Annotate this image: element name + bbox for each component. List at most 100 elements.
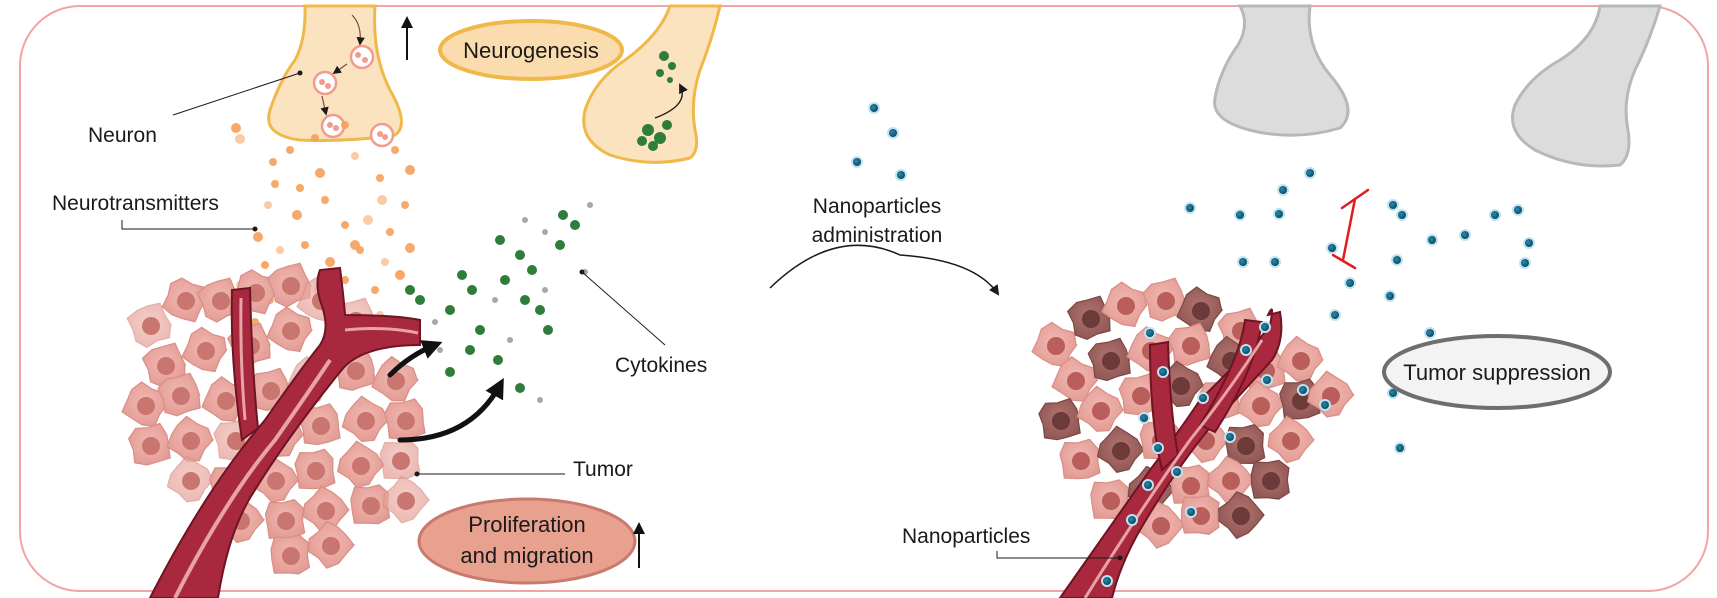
nanoparticle xyxy=(1144,327,1156,339)
nanoparticle xyxy=(887,127,899,139)
administered-nanoparticles xyxy=(851,102,907,181)
tumor-nucleus xyxy=(212,292,230,310)
cytokine-dot xyxy=(405,285,415,295)
middle-section: Nanoparticles administration xyxy=(769,102,1000,296)
neurotransmitter-dot xyxy=(351,152,359,160)
tumor-nucleus xyxy=(1092,402,1110,420)
tumor-nucleus xyxy=(197,342,215,360)
nanoparticle xyxy=(1459,229,1471,241)
nanoparticle xyxy=(1224,431,1236,443)
cytokine-dot xyxy=(467,285,477,295)
inhibition-symbol xyxy=(1331,188,1370,270)
nanoparticle xyxy=(1523,237,1535,249)
tumor-nucleus xyxy=(142,437,160,455)
nanoparticle xyxy=(851,156,863,168)
neurotransmitter-dot xyxy=(341,221,349,229)
tumor-nucleus xyxy=(1052,412,1070,430)
tumor-nucleus xyxy=(1252,397,1270,415)
tumor-nucleus xyxy=(322,537,340,555)
cytokine-dot xyxy=(515,250,525,260)
neurotransmitter-dot xyxy=(376,174,384,182)
tumor-nucleus xyxy=(1132,387,1150,405)
cytokine-dot xyxy=(465,345,475,355)
tumor-nucleus xyxy=(1112,442,1130,460)
neurotransmitter-dot xyxy=(401,201,409,209)
neurotransmitter-dot xyxy=(292,210,302,220)
tumor-nucleus xyxy=(282,322,300,340)
neurotransmitter-dot xyxy=(261,261,269,269)
tumor-nucleus xyxy=(317,502,335,520)
tumor-nucleus xyxy=(1047,337,1065,355)
neurotransmitter-dot xyxy=(296,184,304,192)
neuron-terminal-2 xyxy=(582,4,722,164)
cytokine-dot xyxy=(558,210,568,220)
cytokine-dot xyxy=(537,397,543,403)
tumor-nucleus xyxy=(1232,507,1250,525)
nanoparticle xyxy=(1138,412,1150,424)
cytokine-dot xyxy=(542,287,548,293)
nanoparticle xyxy=(1519,257,1531,269)
nanoparticle xyxy=(1384,290,1396,302)
neurotransmitter-dot xyxy=(371,286,379,294)
tumor-nucleus xyxy=(1182,337,1200,355)
neurotransmitter-dot xyxy=(235,134,245,144)
tumor-suppression-badge: Tumor suppression xyxy=(1382,334,1612,410)
nanoparticles-admin-label-2: administration xyxy=(812,224,943,247)
nanoparticle xyxy=(868,102,880,114)
tumor-nucleus xyxy=(312,417,330,435)
tumor-nucleus xyxy=(1082,310,1100,328)
cytokine-dot xyxy=(495,235,505,245)
nanoparticle xyxy=(1171,466,1183,478)
neurotransmitter-dot xyxy=(391,146,399,154)
nanoparticles-admin-label-1: Nanoparticles xyxy=(813,195,941,218)
cytokine-dot xyxy=(445,305,455,315)
nanoparticle xyxy=(1426,234,1438,246)
nanoparticle xyxy=(1304,167,1316,179)
tumor-nucleus xyxy=(282,277,300,295)
tumor-nucleus xyxy=(352,457,370,475)
inactive-neuron-1 xyxy=(1213,4,1350,137)
cytokine-dot xyxy=(457,270,467,280)
tumor-label: Tumor xyxy=(573,458,633,481)
neurotransmitter-dot xyxy=(386,228,394,236)
nanoparticle xyxy=(1157,366,1169,378)
nanoparticles-label: Nanoparticles xyxy=(902,525,1030,548)
cytokine-dot xyxy=(543,325,553,335)
cytokine-dot xyxy=(432,319,438,325)
tumor-nucleus xyxy=(1172,377,1190,395)
tumor-nucleus xyxy=(267,472,285,490)
tumor-nucleus xyxy=(137,397,155,415)
neurotransmitter-dot xyxy=(405,243,415,253)
tumor-nucleus xyxy=(1292,392,1310,410)
cytokine-dot xyxy=(527,265,537,275)
tumor-nucleus xyxy=(1152,517,1170,535)
tumor-nucleus xyxy=(397,492,415,510)
cytokine-dot xyxy=(445,367,455,377)
nanoparticle xyxy=(895,169,907,181)
cytokine-dot xyxy=(500,275,510,285)
nanoparticle xyxy=(1326,242,1338,254)
tumor-nucleus xyxy=(1117,297,1135,315)
cytokine-dot xyxy=(555,240,565,250)
cytokine-dot xyxy=(587,202,593,208)
cytokine-dot xyxy=(415,295,425,305)
nanoparticle xyxy=(1237,256,1249,268)
tumor-nucleus xyxy=(1262,472,1280,490)
nanoparticle xyxy=(1240,344,1252,356)
tumor-nucleus xyxy=(182,472,200,490)
tumor-nucleus xyxy=(247,284,265,302)
nanoparticle xyxy=(1391,254,1403,266)
neurotransmitter-dot xyxy=(271,180,279,188)
cytokine-dot xyxy=(475,325,485,335)
tumor-nucleus xyxy=(1282,432,1300,450)
nanoparticle xyxy=(1142,479,1154,491)
cytokine-dot xyxy=(515,383,525,393)
neurotransmitter-dot xyxy=(311,134,319,142)
proliferation-label-1: Proliferation xyxy=(468,512,585,537)
nanoparticle xyxy=(1261,374,1273,386)
left-panel: Neurogenesis Neuron Neurotransmitters xyxy=(52,4,722,598)
neurotransmitter-dot xyxy=(276,246,284,254)
tumor-nucleus xyxy=(1067,372,1085,390)
tumor-nucleus xyxy=(1157,292,1175,310)
neurotransmitter-dot xyxy=(321,196,329,204)
